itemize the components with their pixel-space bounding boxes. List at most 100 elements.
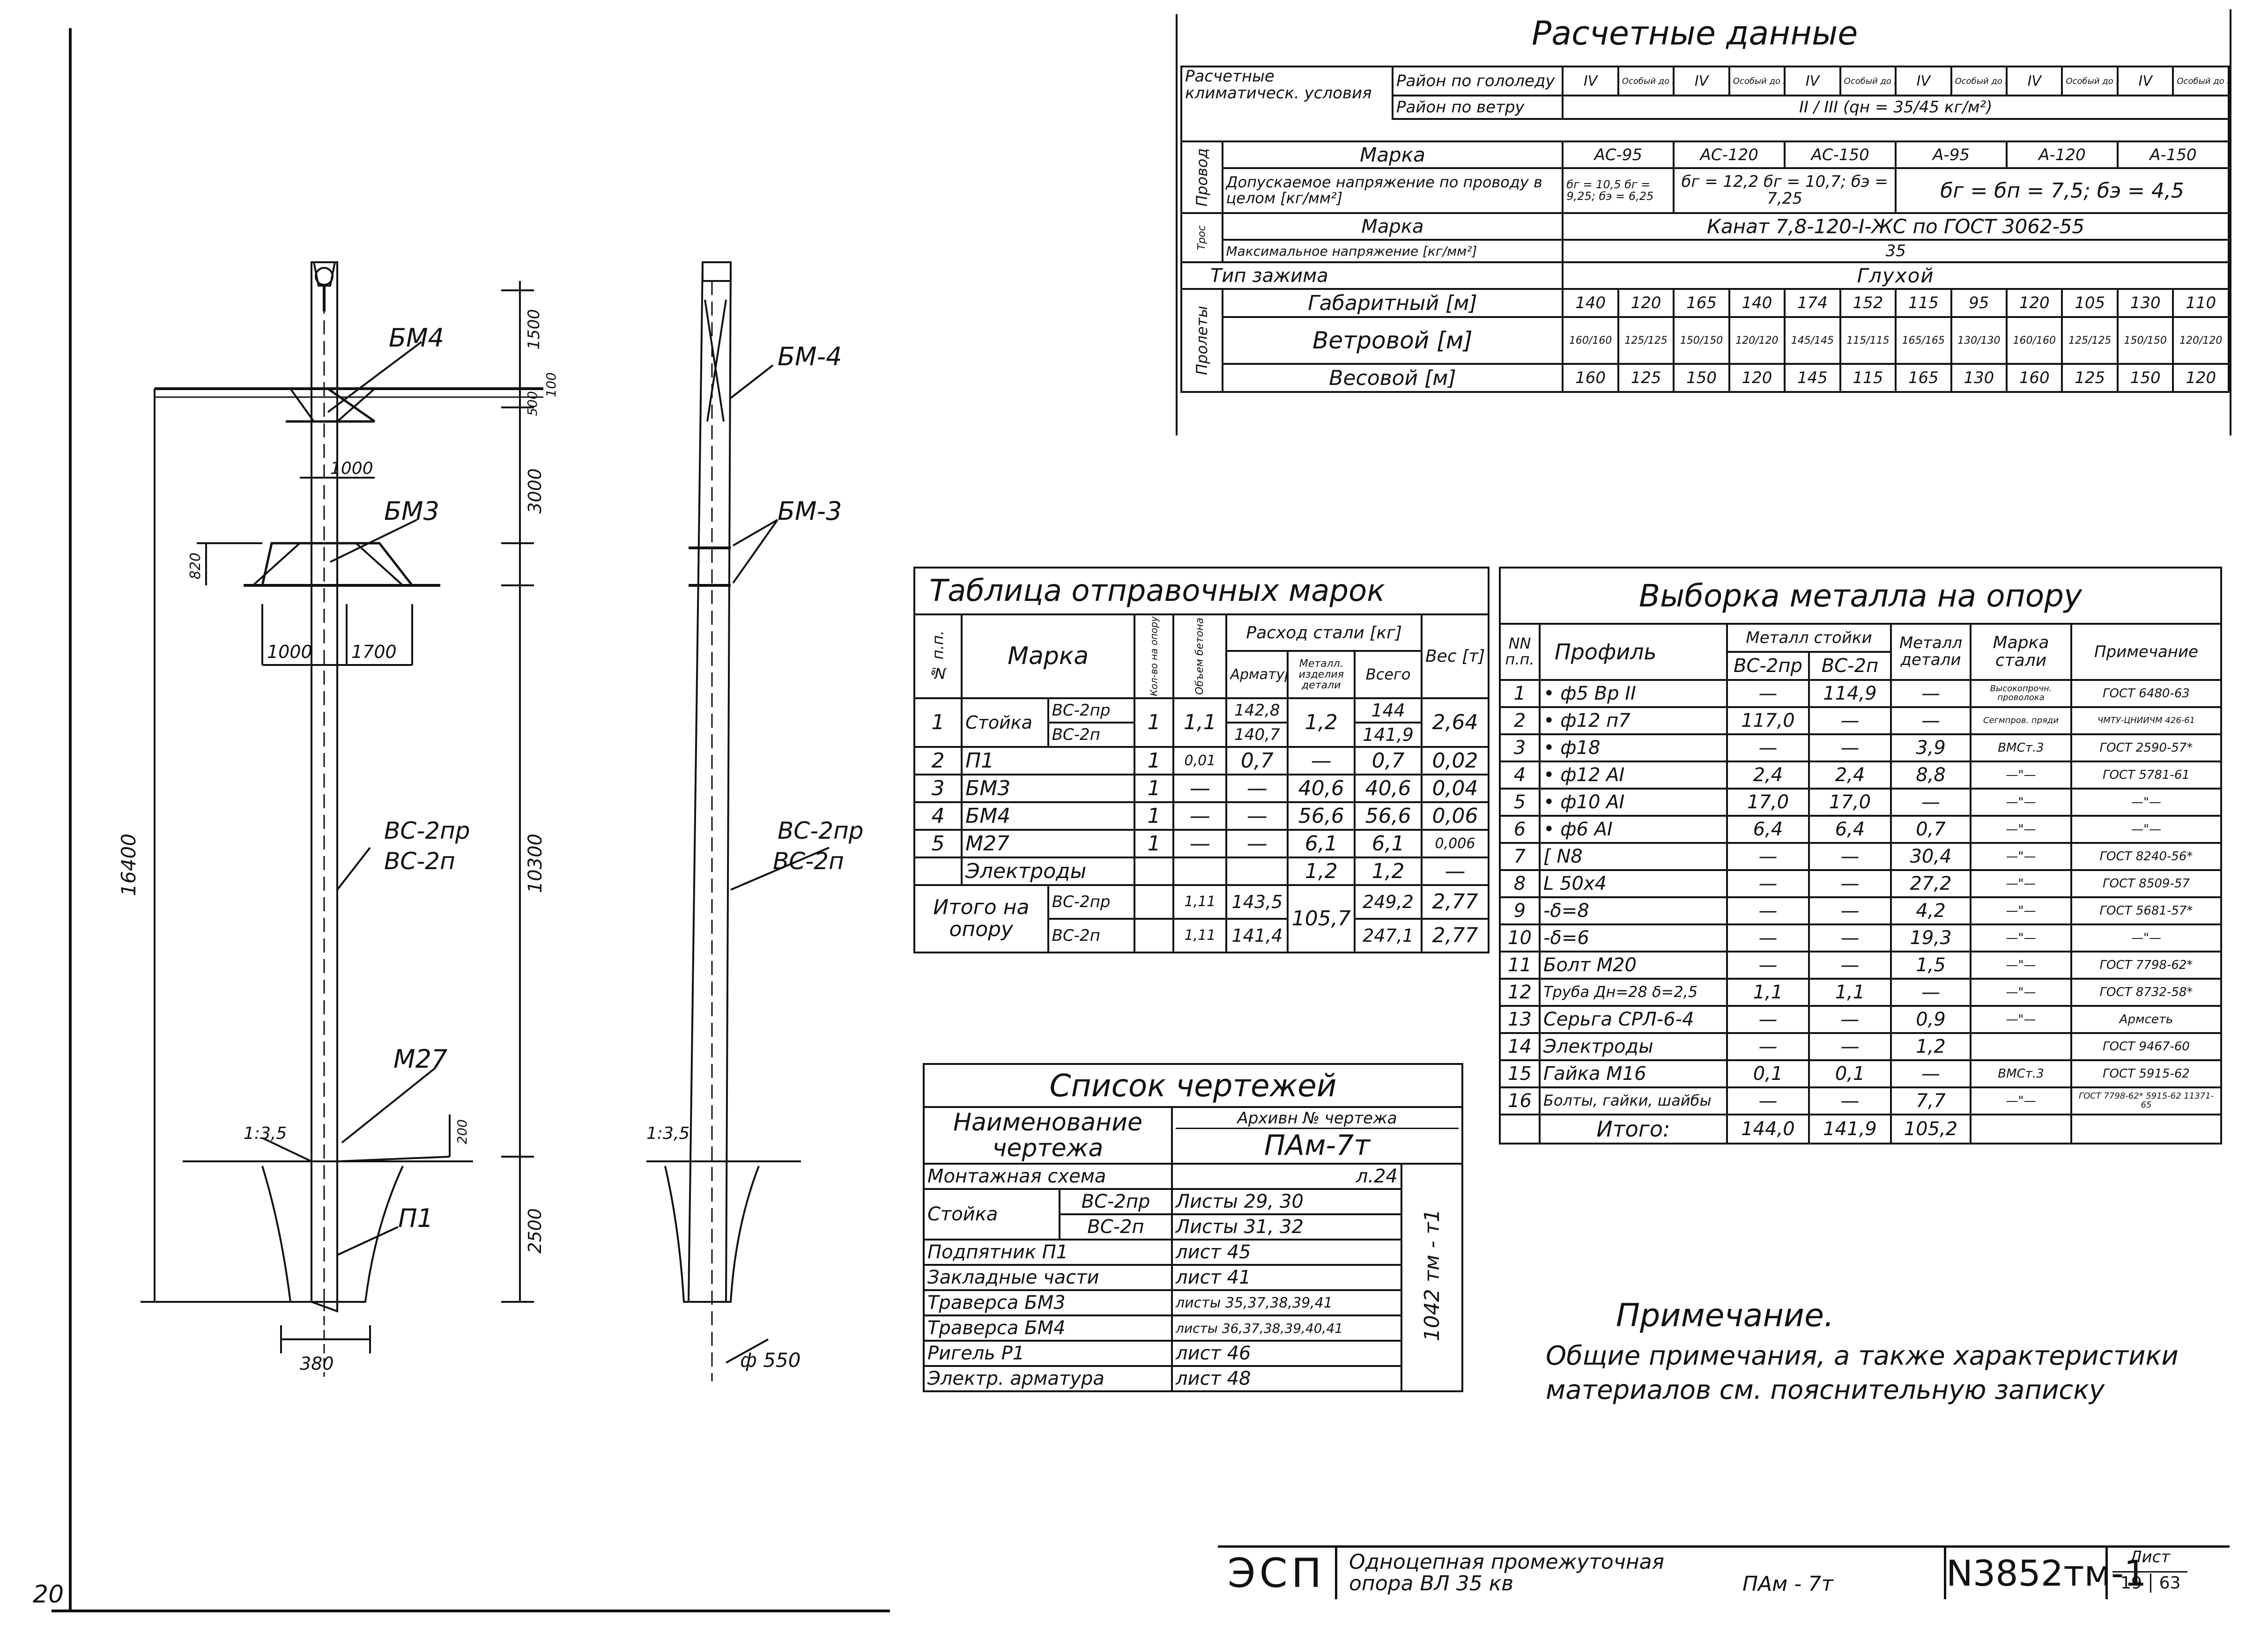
metal-cell-note: —"— [2070,815,2222,844]
shipping-title: Таблица отправочных марок [913,567,1490,615]
stress-value: бг = 10,5 бг = 9,25; бэ = 6,25 [1562,167,1675,214]
metal-cell-mark: —"— [1970,788,2072,817]
metal-cell-num: 2 [1499,706,1541,735]
dim-1500: 1500 [525,309,543,350]
label-bc2p: ВС-2п [384,848,455,875]
drawings-list-title: Список чертежей [922,1063,1464,1108]
shipping-header-rebar: Арматура [1225,650,1289,699]
label-bm3: БМ3 [384,496,439,526]
shipping-cell: 1 [1134,801,1175,831]
metal-cell-b: — [1808,706,1892,735]
drawings-row-sheets: Листы 29, 30 [1171,1188,1402,1215]
dim-1000: 1000 [267,642,312,662]
shipping-cell: 0,04 [1420,773,1490,803]
wire-mark: А-150 [2116,140,2230,169]
span-gabarit-cell: 140 [1562,288,1619,318]
shipping-cell: 1,2 [1287,697,1356,748]
span-gabarit-cell: 130 [2116,288,2174,318]
shipping-cell: 40,6 [1354,773,1423,803]
metal-cell-num: 5 [1499,788,1541,817]
span-weight-cell: 130 [1950,363,2008,393]
shipping-cell: 1,11 [1172,917,1228,953]
dim-100: 100 [543,372,559,398]
shipping-cell: 3 [913,773,963,803]
metal-cell-c: 8,8 [1890,761,1972,790]
shipping-cell: ВС-2пр [1047,697,1136,724]
metal-header-bc2pr: ВС-2пр [1726,651,1810,681]
ice-cell: Особый до 20 [2061,66,2119,96]
shipping-cell: 1 [1134,697,1175,748]
shipping-header-volume: Объем бетона [1173,614,1227,698]
stress-value: бг = 12,2 бг = 10,7; бэ = 7,25 [1673,167,1897,214]
metal-cell-note: ГОСТ 5915-62 [2070,1059,2222,1088]
shipping-cell: — [1172,801,1228,831]
drawings-row-name: Электр. арматура [923,1365,1173,1392]
drawings-side-code-cell: 1042 тм - т1 [1400,1163,1464,1392]
shipping-cell: 0,006 [1420,828,1490,858]
dim-10300: 10300 [525,834,546,894]
metal-cell-profile: Серьга СРЛ-6-4 [1539,1005,1728,1034]
shipping-cell: П1 [961,746,1136,775]
label-bm4: БМ4 [389,323,444,353]
shipping-cell: 56,6 [1354,801,1423,831]
metal-cell-a: — [1726,842,1810,871]
metal-cell-c: 27,2 [1890,869,1972,898]
shipping-cell: 249,2 [1354,884,1423,920]
metal-cell-c: — [1890,1059,1972,1088]
drawings-row-sub: ВС-2пр [1059,1188,1173,1215]
shipping-cell: 4 [913,801,963,831]
metal-cell-b: — [1808,1086,1892,1115]
shipping-header-weight: Вес [т] [1420,613,1490,699]
span-weight-cell: 120 [1728,363,1786,393]
shipping-cell: — [1287,746,1356,775]
dim-1000-top: 1000 [330,459,373,478]
span-weight-cell: 160 [2006,363,2063,393]
metal-cell-c: 0,7 [1890,815,1972,844]
metal-cell-profile: Электроды [1539,1032,1728,1061]
metal-cell-mark: —"— [1970,1086,2072,1115]
dim-3000: 3000 [525,468,545,514]
shipping-cell: 1,11 [1172,884,1228,920]
ice-cell: IV [1673,66,1730,96]
metal-row: 1• ф5 Вр II—114,9—Высокопрочн. проволока… [1499,679,2222,708]
drawings-row-name: Стойка [923,1188,1060,1241]
metal-header-profile: Профиль [1539,623,1728,681]
shipping-cell: 0,7 [1354,746,1423,775]
calc-right-border [2230,9,2231,436]
shipping-cell: 1 [1134,828,1175,858]
metal-header-details: Металл детали [1890,623,1972,681]
drawings-name-header: Наименование чертежа [923,1106,1173,1165]
pole-elevation-drawings [52,28,890,1612]
shipping-cell: БМ3 [961,773,1136,803]
metal-cell-mark [1970,1032,2072,1061]
clamp-type-label: Тип зажима [1180,261,1564,290]
shipping-header-total: Всего [1354,650,1423,699]
metal-cell-profile: Болт М20 [1539,951,1728,980]
metal-header-steel: Марка стали [1970,623,2072,681]
shipping-cell: 1 [913,697,963,748]
span-gabarit-label: Габаритный [м] [1221,288,1564,318]
shipping-cell: 0,01 [1172,746,1228,775]
shipping-cell: 105,7 [1287,884,1356,953]
shipping-table: Таблица отправочных марок № п.п. Марка К… [913,567,1490,953]
dim-2500: 2500 [525,1208,545,1254]
shipping-cell: — [1225,801,1289,831]
ice-cell: IV [1784,66,1841,96]
title-block-code: ПАм - 7т [1742,1572,1833,1596]
ice-cell: Особый до 20 [1728,66,1786,96]
shipping-cell: 0,02 [1420,746,1490,775]
drawings-row-sheets: лист 48 [1171,1365,1402,1392]
span-weight-cell: 115 [1839,363,1897,393]
span-weight-cell: 145 [1784,363,1841,393]
metal-cell-note: ГОСТ 8732-58* [2070,978,2222,1007]
ice-cell: IV [2006,66,2063,96]
drawings-row-sheets: л.24 [1171,1163,1402,1190]
metal-cell-mark: Сегмпров. пряди [1970,706,2072,735]
metal-cell-a: — [1726,1032,1810,1061]
metal-cell-num: 11 [1499,951,1541,980]
metal-cell-profile: Болты, гайки, шайбы [1539,1086,1728,1115]
metal-cell-note: ГОСТ 6480-63 [2070,679,2222,708]
